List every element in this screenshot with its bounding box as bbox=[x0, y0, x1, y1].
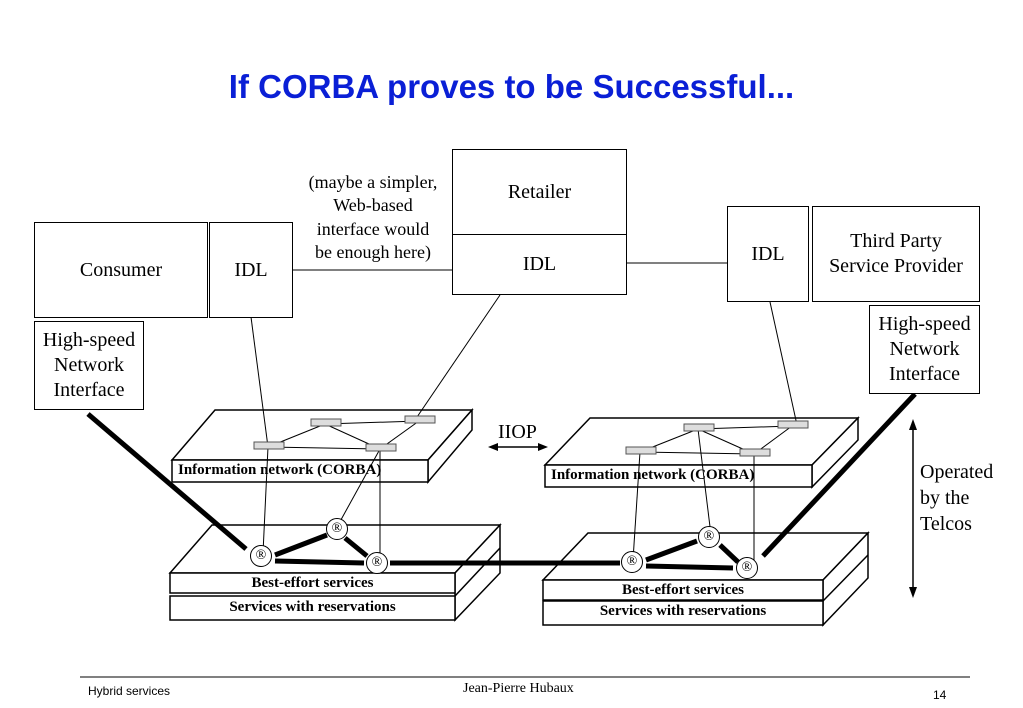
page-number: 14 bbox=[933, 688, 947, 702]
consumer-network-interface: High-speed Network Interface bbox=[34, 321, 144, 410]
router-icon: ® bbox=[326, 518, 348, 540]
retailer-label: Retailer bbox=[507, 180, 572, 203]
page-title: If CORBA proves to be Successful... bbox=[228, 68, 795, 105]
router-icon: ® bbox=[366, 552, 388, 574]
right-reservations-label: Services with reservations bbox=[599, 603, 767, 619]
left-best-effort-slab bbox=[169, 572, 456, 594]
router-icon: ® bbox=[698, 526, 720, 548]
retailer-idl-to-net-link bbox=[414, 294, 501, 421]
router-icon: ® bbox=[621, 551, 643, 573]
left-reservations-slab bbox=[169, 595, 456, 621]
right-best-effort-label: Best-effort services bbox=[621, 582, 744, 598]
provider-idl-box: IDL bbox=[727, 206, 809, 302]
retailer-idl-box: IDL bbox=[452, 234, 627, 295]
provider-idl-to-net-link bbox=[769, 301, 798, 426]
right-best-effort-slab bbox=[542, 579, 824, 601]
consumer-idl-box: IDL bbox=[209, 222, 293, 318]
consumer-box: Consumer bbox=[34, 222, 208, 318]
left-reservations-label: Services with reservations bbox=[229, 599, 396, 615]
footer-left: Hybrid services bbox=[88, 684, 171, 698]
router-icon: ® bbox=[250, 545, 272, 567]
router-icon: ® bbox=[736, 557, 758, 579]
retailer-box: Retailer bbox=[452, 149, 627, 235]
provider-access-link bbox=[761, 392, 917, 558]
right-info-net-front bbox=[544, 464, 813, 488]
consumer-idl-to-net-link bbox=[250, 316, 269, 448]
third-party-box: Third Party Service Provider bbox=[812, 206, 980, 302]
consumer-access-link bbox=[86, 412, 248, 551]
left-best-effort-label: Best-effort services bbox=[251, 575, 374, 591]
iiop-label: IIOP bbox=[498, 421, 537, 443]
footer-author: Jean-Pierre Hubaux bbox=[463, 681, 574, 696]
retailer-note: (maybe a simpler, Web-based interface wo… bbox=[308, 172, 438, 263]
provider-network-interface: High-speed Network Interface bbox=[869, 305, 980, 394]
operated-by-label: Operated by the Telcos bbox=[920, 461, 994, 535]
consumer-label: Consumer bbox=[79, 258, 163, 281]
right-reservations-slab bbox=[542, 600, 824, 626]
provider-idl-label: IDL bbox=[751, 242, 785, 265]
retailer-idl-label: IDL bbox=[522, 253, 557, 275]
switch-icon bbox=[253, 415, 809, 457]
consumer-idl-label: IDL bbox=[234, 258, 268, 281]
left-info-net-front bbox=[171, 459, 429, 483]
right-info-network-label: Information network (CORBA) bbox=[551, 467, 755, 483]
left-info-network-label: Information network (CORBA) bbox=[178, 462, 382, 478]
